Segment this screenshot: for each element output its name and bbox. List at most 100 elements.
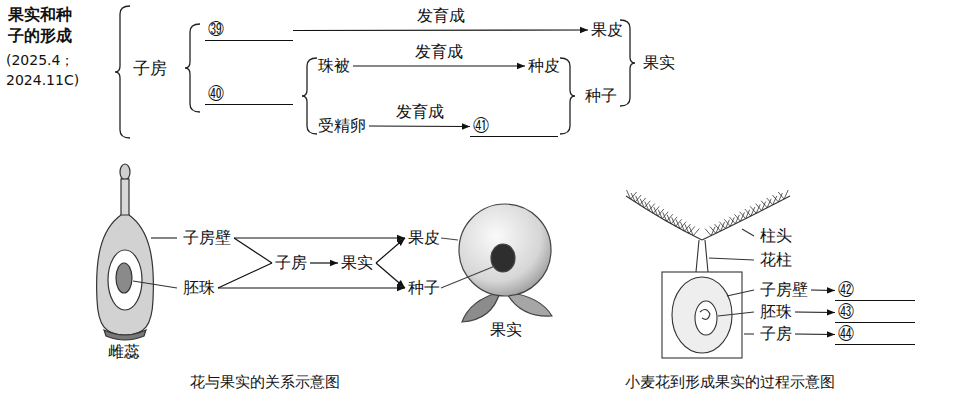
- stigma-hair: [772, 195, 778, 202]
- term-node: 子房壁: [757, 280, 811, 300]
- curly-bracket: [302, 58, 317, 134]
- leader-line: [151, 237, 177, 238]
- bracket-group: [115, 6, 635, 138]
- part-label: 花柱: [760, 250, 792, 270]
- receptacle-shape: [104, 330, 146, 340]
- arrow-connector: [234, 238, 272, 263]
- term-text: 胚珠: [760, 302, 792, 321]
- arrow-connector: [293, 29, 588, 31]
- stigma-hair: [653, 206, 659, 213]
- ovary-cavity: [108, 250, 142, 310]
- term-text: ㊴: [208, 20, 224, 39]
- term-text: ㊹: [838, 324, 854, 343]
- stigma-hair: [711, 227, 715, 236]
- fruit-drawing: [441, 204, 552, 322]
- stigma-hair: [693, 229, 699, 236]
- curly-bracket: [560, 58, 575, 134]
- leaf-shape: [462, 292, 500, 322]
- stigma-hair: [649, 204, 655, 211]
- leader-line: [133, 281, 177, 288]
- curly-bracket: [115, 6, 130, 138]
- curly-bracket: [185, 24, 200, 112]
- stigma-hair: [658, 209, 664, 216]
- stigma-hair: [635, 195, 641, 202]
- term-node: 种子: [582, 86, 620, 106]
- term-text: 果皮: [591, 20, 623, 39]
- term-text: 果实: [341, 253, 373, 272]
- stigma-hair: [667, 215, 671, 224]
- pistil-drawing: [97, 164, 177, 340]
- answer-blank: ㊹: [835, 324, 915, 345]
- stigma-hair: [740, 212, 746, 219]
- stigma-hair: [631, 192, 637, 199]
- stigma-hair: [784, 190, 788, 199]
- term-text: 胚珠: [183, 278, 215, 297]
- arrow-connector: [310, 262, 338, 263]
- term-text: 子房: [133, 58, 167, 78]
- stigma-hair: [719, 222, 725, 229]
- term-text: 子房壁: [760, 280, 808, 299]
- stigma-hair: [689, 226, 695, 233]
- term-text: ㊸: [838, 302, 854, 321]
- term-node: 子房: [272, 253, 310, 273]
- stigma-hair: [767, 198, 773, 205]
- term-text: 果皮: [408, 228, 440, 247]
- arrow-connector: [376, 238, 405, 263]
- stigma-hair: [680, 222, 684, 231]
- term-node: 果实: [338, 253, 376, 273]
- edge-label: 发育成: [394, 102, 446, 122]
- figure-caption: 小麦花到形成果实的过程示意图: [625, 372, 835, 392]
- arrow-connector: [218, 263, 272, 288]
- arrow-connector: [795, 311, 835, 313]
- leader-line: [718, 312, 754, 316]
- term-text: 果实: [643, 53, 675, 72]
- ovule-shape: [116, 263, 132, 293]
- stigma-hair: [756, 204, 762, 211]
- stigma-branch: [626, 196, 702, 240]
- answer-blank: ㊵: [205, 84, 293, 105]
- stigma-hair: [750, 206, 756, 213]
- stigma-hair: [710, 226, 716, 233]
- arrow-connector: [369, 125, 470, 127]
- arrow-connector: [376, 263, 405, 288]
- source-note: (2025.4；2024.11C): [6, 50, 90, 90]
- stigma-hair: [762, 202, 766, 211]
- term-text: 种子: [585, 86, 617, 105]
- ovary-shape: [97, 215, 154, 335]
- term-node: 子房: [130, 58, 170, 78]
- stigma-hair: [729, 217, 735, 224]
- ovule-detail: [700, 309, 710, 319]
- answer-blank: ㊷: [835, 280, 915, 301]
- stigma-hair: [667, 214, 673, 221]
- leader-line: [744, 333, 754, 334]
- part-label: 柱头: [760, 226, 792, 246]
- stigma-hair: [734, 214, 740, 221]
- edge-label: 发育成: [413, 42, 465, 62]
- arrow-connector: [795, 333, 835, 335]
- term-node: 果皮: [588, 20, 626, 40]
- section-title: 果实和种子的形成: [8, 4, 80, 46]
- answer-blank: ㊸: [835, 302, 915, 323]
- figure-caption: 花与果实的关系示意图: [190, 372, 340, 392]
- arrow-connector: [234, 237, 405, 238]
- ovule-shape: [695, 301, 717, 335]
- term-text: 种皮: [528, 56, 560, 75]
- term-text: ㊵: [208, 84, 224, 103]
- term-node: 子房壁: [180, 228, 234, 248]
- stigma-hair: [644, 201, 650, 208]
- stigma-hair: [640, 198, 646, 205]
- term-node: 受精卵: [315, 116, 369, 136]
- arrow-connector: [353, 65, 525, 66]
- leader-line: [709, 258, 754, 260]
- term-node: 胚珠: [180, 278, 218, 298]
- style-shape: [696, 240, 708, 272]
- stigma-hair: [724, 219, 730, 226]
- answer-blank: ㊶: [470, 116, 558, 137]
- term-text: 子房: [275, 253, 307, 272]
- stigma-hair: [662, 212, 668, 219]
- seed-shape: [491, 244, 515, 272]
- term-text: ㊷: [838, 280, 854, 299]
- stigma-hair: [761, 201, 767, 208]
- term-text: ㊶: [473, 116, 489, 135]
- leader-line: [727, 290, 754, 296]
